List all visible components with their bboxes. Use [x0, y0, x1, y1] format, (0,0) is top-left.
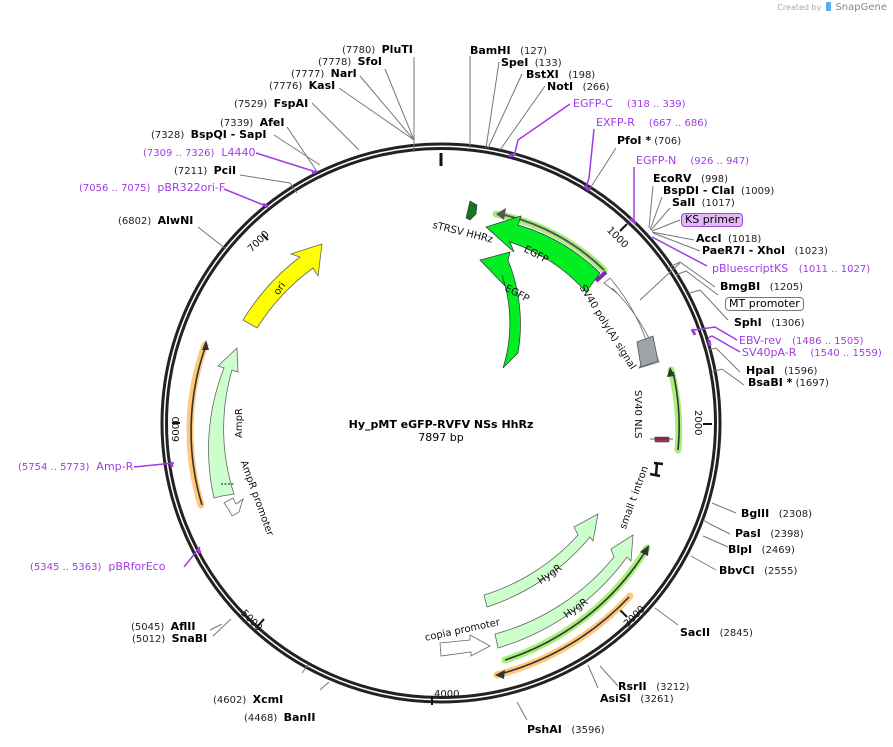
ori-feature-arrow[interactable] [242, 243, 323, 329]
feature-mt-promoter-label[interactable]: MT promoter [725, 297, 804, 311]
hygr-feature-arrow-1[interactable] [483, 513, 599, 608]
site-bbvci[interactable]: BbvCI (2555) [719, 564, 798, 578]
site-sphi[interactable]: SphI (1306) [734, 316, 805, 330]
tick-label-6000: 6000 [171, 416, 182, 442]
site-pasi[interactable]: PasI (2398) [735, 527, 804, 541]
orf-orange-arrowhead-icon [495, 670, 505, 679]
primer-sv40pa-r[interactable]: SV40pA-R (1540 .. 1559) [742, 346, 882, 360]
orf-hygr-arrowhead-icon [640, 545, 649, 556]
site-leaders [197, 56, 745, 721]
site-bsabi[interactable]: BsaBI * (1697) [748, 376, 829, 390]
site-afei[interactable]: (7339) AfeI [220, 116, 285, 130]
site-snabi[interactable]: (5012) SnaBI [132, 632, 208, 646]
orf-egfp-arrowhead-icon [496, 208, 506, 220]
site-asisi[interactable]: AsiSI (3261) [600, 692, 674, 706]
site-bstxi[interactable]: BstXI (198) [526, 68, 596, 82]
copia-promoter-feature-arrow[interactable] [439, 634, 491, 657]
backbone-ring [160, 142, 722, 704]
site-alwni[interactable]: (6802) AlwNI [118, 214, 194, 228]
feature-label-sv40-nls: SV40 NLS [632, 390, 643, 439]
feature-ks-primer-label[interactable]: KS primer [681, 213, 744, 227]
orf-ampr-line [190, 347, 206, 506]
site-bspqi-sapi[interactable]: (7328) BspQI - SapI [151, 128, 267, 142]
site-fspai[interactable]: (7529) FspAI [234, 97, 309, 111]
site-aflii[interactable]: (5045) AflII [131, 620, 196, 634]
plasmid-name: Hy_pMT eGFP-RVFV NSs HhRz [348, 418, 534, 431]
site-banii[interactable]: (4468) BanII [244, 711, 316, 725]
orf-egfp-line [499, 213, 605, 271]
primer-amp-r[interactable]: (5754 .. 5773) Amp-R [18, 460, 134, 474]
site-acci[interactable]: AccI (1018) [696, 232, 762, 246]
egfp-feature-arrow-2[interactable] [479, 251, 521, 369]
site-xcmi[interactable]: (4602) XcmI [213, 693, 284, 707]
site-bspdi-clai[interactable]: BspDI - ClaI (1009) [663, 184, 775, 198]
site-sacii[interactable]: SacII (2845) [680, 626, 753, 640]
site-noti[interactable]: NotI (266) [547, 80, 610, 94]
site-pcii[interactable]: (7211) PciI [174, 164, 237, 178]
tick-label-4000: 4000 [434, 689, 460, 700]
ampr-promoter-feature-arrow[interactable] [223, 497, 244, 517]
site-rsrii[interactable]: RsrII (3212) [618, 680, 690, 694]
sv40-polya-box [636, 335, 659, 368]
site-ecorv[interactable]: EcoRV (998) [653, 172, 729, 186]
orf-upper-arrowhead-icon [667, 367, 675, 377]
tick-label-2000: 2000 [692, 410, 703, 436]
primer-egfp-n[interactable]: EGFP-N (926 .. 947) [636, 154, 750, 168]
site-paer7i-xhoi[interactable]: PaeR7I - XhoI (1023) [702, 244, 828, 258]
site-pshai[interactable]: PshAI (3596) [527, 723, 605, 737]
site-pfoi[interactable]: PfoI * (706) [617, 134, 682, 148]
sttrsv-hhrz-feature[interactable] [465, 200, 478, 221]
site-bglii[interactable]: BglII (2308) [741, 507, 813, 521]
snapgene-watermark: Created by SnapGene [777, 2, 887, 13]
primer-pbrforeco[interactable]: (5345 .. 5363) pBRforEco [30, 560, 166, 574]
feature-label-ampr: AmpR [234, 408, 245, 438]
site-spei[interactable]: SpeI (133) [501, 56, 562, 70]
site-pluti[interactable]: (7780) PluTI [342, 43, 413, 57]
watermark-brand: SnapGene [835, 2, 887, 13]
site-blpi[interactable]: BlpI (2469) [728, 543, 795, 557]
primer-ks-mark [594, 270, 608, 283]
orf-hygr-line [504, 551, 646, 661]
primer-ebv-rev[interactable]: EBV-rev (1486 .. 1505) [739, 334, 864, 348]
primer-pbr322ori-f[interactable]: (7056 .. 7075) pBR322ori-F [79, 181, 226, 195]
orf-ampr-arrowhead-icon [202, 340, 209, 350]
orf-ampr-glow [186, 341, 209, 509]
plasmid-size: 7897 bp [418, 431, 464, 444]
small-t-intron-feature[interactable] [649, 461, 664, 478]
egfp-feature-arrow-1[interactable] [485, 215, 601, 293]
snapgene-logo-icon [825, 2, 831, 11]
sv40-nls-feature[interactable] [654, 436, 670, 443]
site-hpai[interactable]: HpaI (1596) [746, 364, 818, 378]
primer-pbluescriptks[interactable]: pBluescriptKS (1011 .. 1027) [712, 262, 871, 276]
hygr-feature-arrow-2[interactable] [494, 534, 634, 649]
primer-egfp-c[interactable]: EGFP-C (318 .. 339) [573, 97, 686, 111]
site-bamhi[interactable]: BamHI (127) [470, 44, 548, 58]
scale-ticks [172, 223, 712, 705]
site-nari[interactable]: (7777) NarI [291, 67, 357, 81]
primer-l4440[interactable]: (7309 .. 7326) L4440 [143, 146, 256, 160]
site-sfoi[interactable]: (7778) SfoI [318, 55, 382, 69]
watermark-prefix: Created by [777, 3, 822, 12]
site-bmgbi[interactable]: BmgBI (1205) [720, 280, 804, 294]
site-kasi[interactable]: (7776) KasI [269, 79, 336, 93]
site-sali[interactable]: SalI (1017) [672, 196, 735, 210]
orf-upper-line [672, 371, 680, 451]
primer-leaders [133, 103, 741, 568]
primer-exfp-r[interactable]: EXFP-R (667 .. 686) [596, 116, 708, 130]
orf-orange-line-bottom [499, 596, 630, 675]
primer-binding-marks [169, 152, 712, 554]
ampr-feature-arrow[interactable] [208, 347, 239, 499]
